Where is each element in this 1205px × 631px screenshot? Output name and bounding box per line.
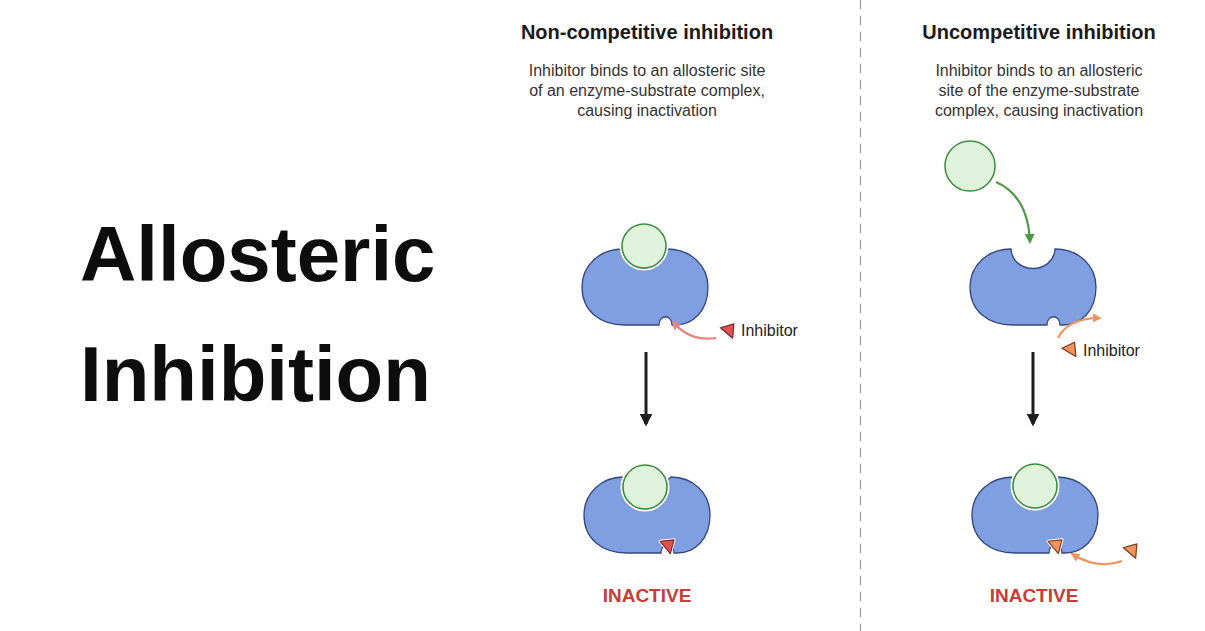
substrate [945,141,995,191]
inhibitor [1048,539,1064,555]
binding-arrow [673,322,716,339]
inhibitor [660,539,676,555]
substrate-halo [621,223,668,270]
substrate [623,465,667,509]
binding-arrow [996,182,1030,242]
inhibitor [1062,341,1081,360]
substrate [1013,464,1057,508]
inhibitor-halo [660,539,676,555]
inhibitor-halo [1048,539,1064,555]
enzyme [970,249,1096,325]
substrate [622,224,666,268]
column-heading: Uncompetitive inhibition [874,20,1204,44]
process-arrow [1032,352,1035,424]
inhibitor-label: Inhibitor [741,321,798,341]
main-title: Allosteric Inhibition [80,194,500,434]
release-arrow [1058,318,1100,338]
inhibitor-label: Inhibitor [1083,341,1140,361]
inhibitor [1123,543,1141,561]
description: Inhibitor binds to an allosteric site of… [927,61,1151,121]
binding-arrow [1072,554,1122,564]
state-label: INACTIVE [924,585,1144,607]
description: Inhibitor binds to an allosteric site of… [522,61,772,121]
substrate-halo [1012,463,1059,510]
enzyme-body [970,249,1096,325]
substrate-halo [622,464,669,511]
substrate-halo [944,140,997,193]
state-label: INACTIVE [537,585,757,607]
process-arrow [645,352,648,424]
column-divider [860,0,861,631]
column-heading: Non-competitive inhibition [482,20,812,44]
inhibitor [720,323,738,341]
